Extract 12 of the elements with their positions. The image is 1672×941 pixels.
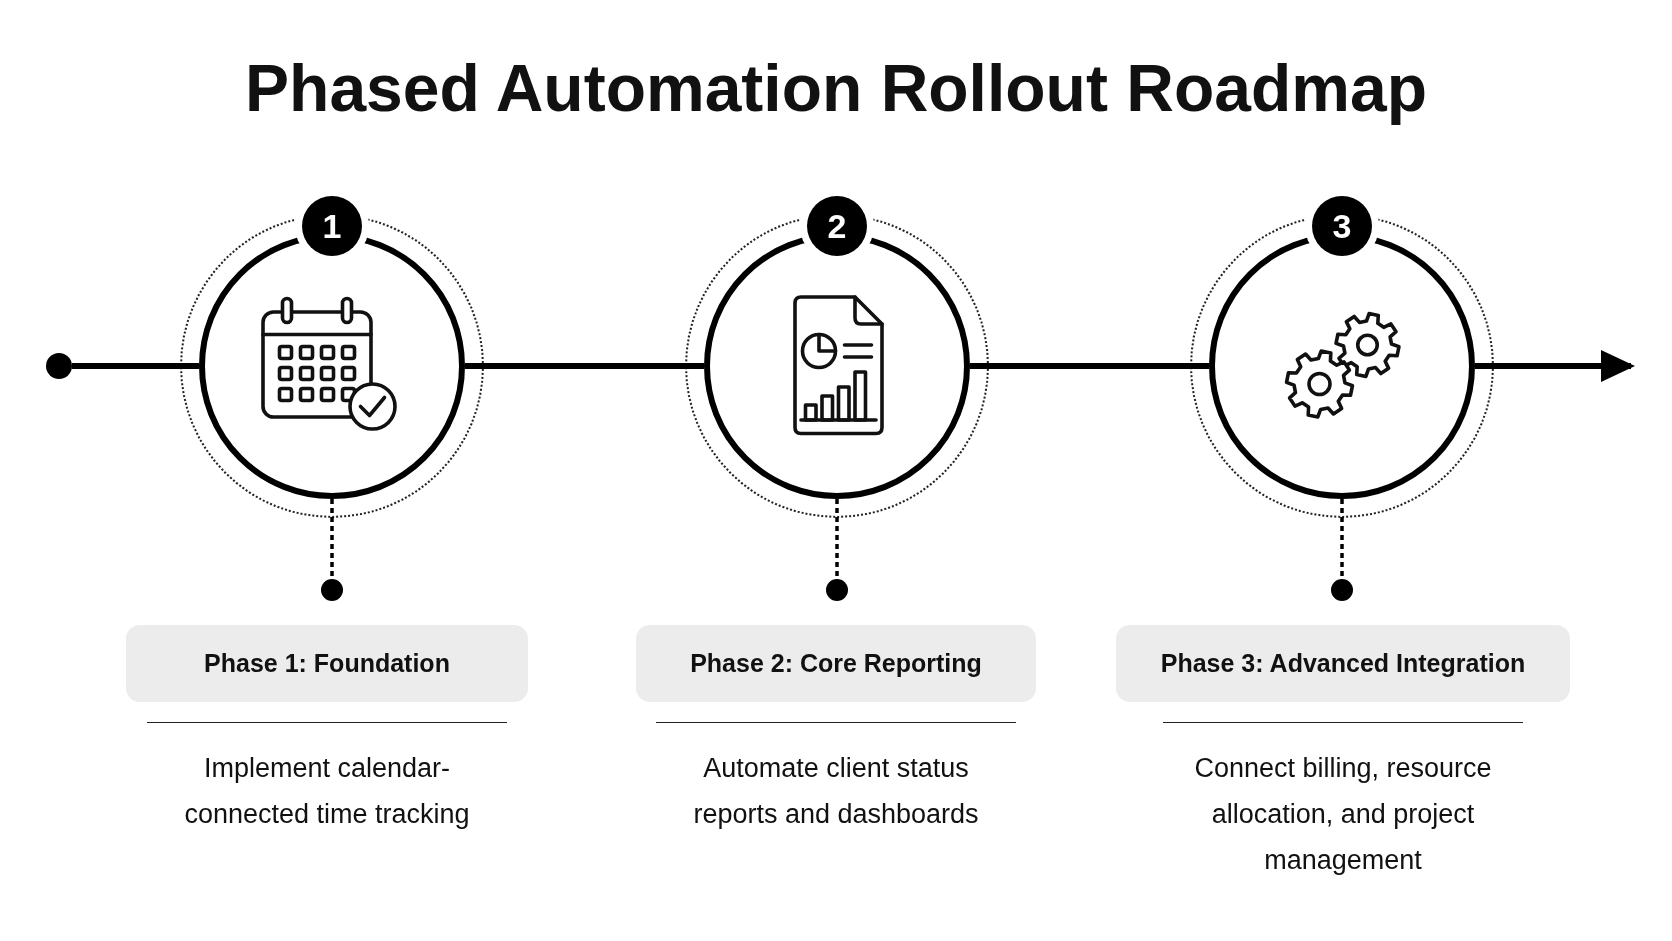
- phase-title: Phase 1: Foundation: [204, 649, 450, 678]
- phase-title: Phase 2: Core Reporting: [690, 649, 982, 678]
- timeline-line: [72, 363, 199, 369]
- phase-title: Phase 3: Advanced Integration: [1160, 649, 1526, 678]
- phase-description: Connect billing, resource allocation, and project management: [1193, 752, 1493, 877]
- diagram-title: Phased Automation Rollout Roadmap: [245, 50, 1427, 127]
- phase-description: Implement calendar-connected time tracking: [183, 752, 471, 831]
- timeline-arrow: [1475, 350, 1635, 382]
- timeline-start-dot: [46, 353, 72, 379]
- timeline-line: [465, 363, 704, 369]
- phase-description: Automate client status reports and dashboards: [692, 752, 980, 831]
- timeline-line: [970, 363, 1209, 369]
